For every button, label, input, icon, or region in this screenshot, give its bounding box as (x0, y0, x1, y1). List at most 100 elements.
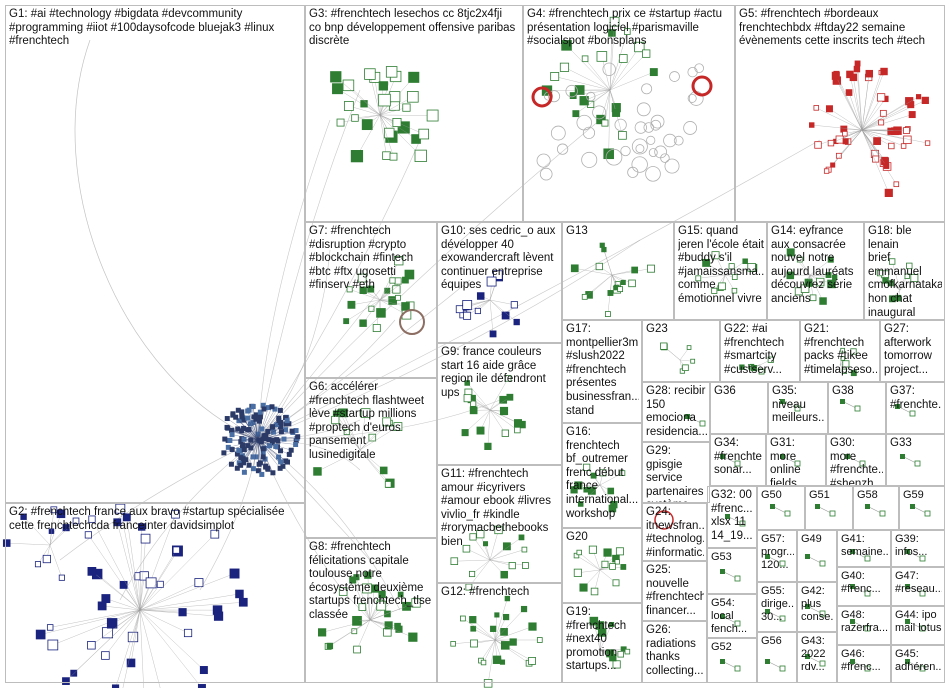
network-edge (609, 71, 654, 91)
network-node (609, 563, 616, 570)
network-edge (554, 76, 611, 91)
group-g20: G20 (562, 528, 642, 603)
network-node (358, 603, 367, 611)
group-g35: G35: niveau meilleurs... (768, 382, 828, 434)
network-node (246, 427, 252, 433)
network-edge (356, 577, 371, 621)
network-node (859, 460, 866, 467)
network-node (904, 273, 910, 279)
group-g41-label: G41: semaine... (841, 533, 888, 558)
network-node (850, 659, 855, 664)
network-edge (494, 616, 507, 641)
network-node (238, 439, 244, 445)
network-edge (139, 609, 183, 613)
network-edge (487, 639, 496, 684)
network-node (227, 437, 233, 443)
network-edge (861, 129, 907, 131)
network-edge (232, 439, 259, 450)
network-edge (609, 58, 624, 91)
group-g6: G6: accélérer #frenchtech flashtweet lèv… (305, 378, 437, 538)
network-node (56, 509, 66, 519)
network-edge (829, 108, 863, 131)
group-g25-label: G25: nouvelle #frenchtech financer... (646, 564, 704, 617)
network-node (238, 597, 248, 607)
network-node (364, 68, 376, 80)
network-node (250, 466, 256, 472)
network-node (876, 269, 884, 277)
network-node (465, 583, 473, 591)
network-node (492, 655, 502, 664)
network-node (350, 150, 364, 163)
group-g2: G2: #frenchtech france aux bravo #startu… (5, 503, 305, 683)
network-edge (257, 408, 265, 441)
group-g29: G29: gpisgie service partenaires système… (642, 442, 710, 503)
network-node (382, 417, 392, 427)
network-node (612, 579, 620, 587)
network-node (503, 613, 510, 621)
network-node (601, 246, 607, 253)
network-node (682, 364, 689, 372)
network-node (336, 118, 345, 127)
network-node (779, 615, 786, 622)
network-node (608, 504, 617, 513)
network-node (257, 409, 263, 415)
group-g49: G49 (797, 530, 837, 582)
network-edge (861, 100, 926, 131)
network-edge (861, 114, 913, 131)
group-g5: G5: #frenchtech #bordeaux frenchtechbdx … (735, 5, 945, 222)
network-edge (467, 382, 491, 411)
group-g15: G15: quand jeren l'école était #buddy s'… (674, 222, 767, 320)
network-node (536, 637, 543, 643)
network-node (119, 580, 128, 589)
group-g57: G57: progr... 120... (757, 530, 797, 582)
group-g18: G18: ble lenain brief emmanuel cmofkarna… (864, 222, 945, 320)
network-node (233, 414, 239, 420)
network-node (830, 162, 836, 168)
network-node (888, 142, 895, 150)
network-node (506, 393, 514, 401)
network-edge (494, 639, 530, 664)
group-g48-label: G48: razerfra... (841, 609, 888, 634)
group-g43-label: G43: 2022 rdv... (801, 635, 826, 673)
network-node (269, 404, 275, 410)
network-node (888, 295, 896, 303)
network-node (199, 666, 208, 675)
network-node (510, 301, 518, 309)
group-g28: G28: recibir 150 emociona residencia... (642, 382, 710, 442)
network-edge (359, 421, 387, 451)
network-edge (139, 609, 161, 688)
network-node (583, 486, 589, 493)
network-node (734, 575, 741, 582)
network-node (634, 121, 647, 134)
network-node (919, 590, 926, 597)
group-g56: G56 (757, 632, 797, 683)
group-g18-label: G18: ble lenain brief emmanuel cmofkarna… (868, 225, 942, 319)
network-edge (494, 626, 533, 641)
network-edge (599, 484, 613, 509)
network-node (624, 648, 631, 655)
network-node (854, 405, 861, 412)
network-edge (346, 299, 381, 322)
network-node (376, 308, 386, 318)
network-edge (489, 299, 517, 323)
network-node (588, 545, 597, 554)
network-node (884, 188, 893, 197)
network-edge (359, 449, 391, 484)
network-node (494, 612, 500, 618)
network-node (277, 407, 283, 413)
group-g13-label: G13 (566, 225, 588, 237)
network-node (819, 560, 826, 567)
network-node (248, 445, 254, 451)
network-edge (247, 418, 259, 441)
network-node (469, 406, 478, 415)
network-edge (485, 543, 491, 561)
group-g20-label: G20 (566, 531, 588, 543)
network-edge (40, 609, 141, 635)
network-node (720, 659, 725, 664)
network-node (484, 442, 492, 450)
network-edge (473, 628, 496, 641)
network-edge (574, 268, 613, 276)
network-node (145, 577, 157, 589)
network-node (483, 679, 493, 688)
